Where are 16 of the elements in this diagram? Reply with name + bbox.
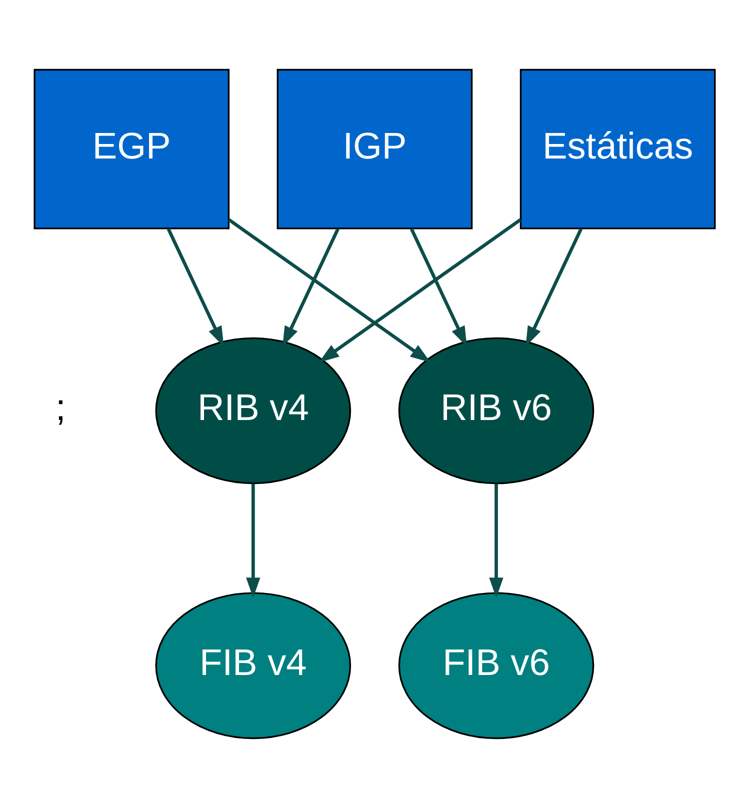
node-ellipse: RIB v4 [155, 336, 352, 484]
arrow [410, 228, 467, 346]
node-ellipse: FIB v4 [155, 592, 352, 739]
node-ellipse: RIB v6 [398, 336, 594, 484]
arrow [318, 218, 522, 362]
node-box: Estáticas [520, 68, 716, 229]
arrow [228, 218, 431, 362]
arrow [489, 483, 504, 598]
arrow [282, 228, 340, 346]
node-box: EGP [34, 68, 230, 229]
arrow [166, 228, 224, 346]
arrow [526, 228, 583, 346]
label: ; [56, 386, 66, 428]
node-ellipse: FIB v6 [398, 592, 594, 739]
node-box: IGP [276, 68, 473, 229]
arrow [246, 483, 260, 598]
